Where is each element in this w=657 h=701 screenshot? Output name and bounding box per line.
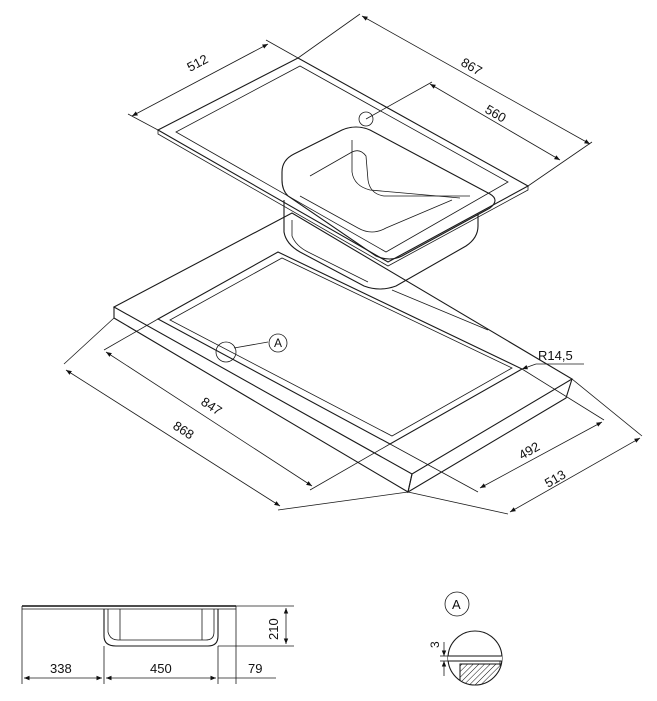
countertop-front bbox=[113, 307, 413, 493]
cutout-inner bbox=[169, 257, 513, 437]
sink-bowl-underside-inner bbox=[291, 220, 369, 283]
dim-label-560: 560 bbox=[483, 102, 509, 126]
sink-bowl-underside bbox=[283, 200, 479, 290]
detail-a-thickness-label: 3 bbox=[428, 641, 442, 648]
detail-a-plate-section bbox=[448, 655, 502, 662]
dim-line-868 bbox=[65, 369, 281, 507]
sink-bowl-rim bbox=[281, 126, 496, 260]
dim-line-560 bbox=[429, 83, 561, 161]
dim-line-847 bbox=[105, 351, 313, 487]
sink-isometric: 512 867 560 bbox=[127, 13, 593, 290]
dim-line-513 bbox=[509, 437, 641, 513]
dim-label-512: 512 bbox=[184, 51, 210, 74]
sink-bowl-floor bbox=[299, 195, 453, 233]
dim-line-512 bbox=[131, 43, 269, 117]
side-bowl-profile bbox=[103, 609, 219, 647]
dim-line-492 bbox=[479, 421, 603, 489]
dim-label-210: 210 bbox=[266, 618, 281, 640]
detail-a-title-circle bbox=[444, 591, 470, 617]
dim-label-79: 79 bbox=[248, 661, 262, 676]
detail-a: A 3 bbox=[428, 591, 503, 686]
side-elevation: 338 450 79 210 bbox=[21, 605, 294, 684]
dim-label-450: 450 bbox=[150, 661, 172, 676]
detail-a-countertop-section bbox=[459, 663, 502, 685]
dim-label-513: 513 bbox=[542, 467, 568, 491]
dim-label-867: 867 bbox=[459, 55, 485, 79]
sink-bowl-inner bbox=[309, 150, 470, 197]
sink-plate-edge bbox=[157, 130, 529, 267]
detail-a-callout-label: A bbox=[274, 336, 282, 350]
dim-label-338: 338 bbox=[50, 661, 72, 676]
sink-bowl-back-wall bbox=[351, 140, 461, 199]
dim-label-radius: R14,5 bbox=[538, 348, 573, 363]
sink-plate-outline bbox=[156, 57, 530, 263]
dim-line-867 bbox=[361, 15, 591, 145]
detail-a-title: A bbox=[452, 597, 461, 612]
dim-label-492: 492 bbox=[516, 439, 542, 463]
countertop-isometric: A R14,5 847 868 492 513 bbox=[63, 212, 643, 515]
